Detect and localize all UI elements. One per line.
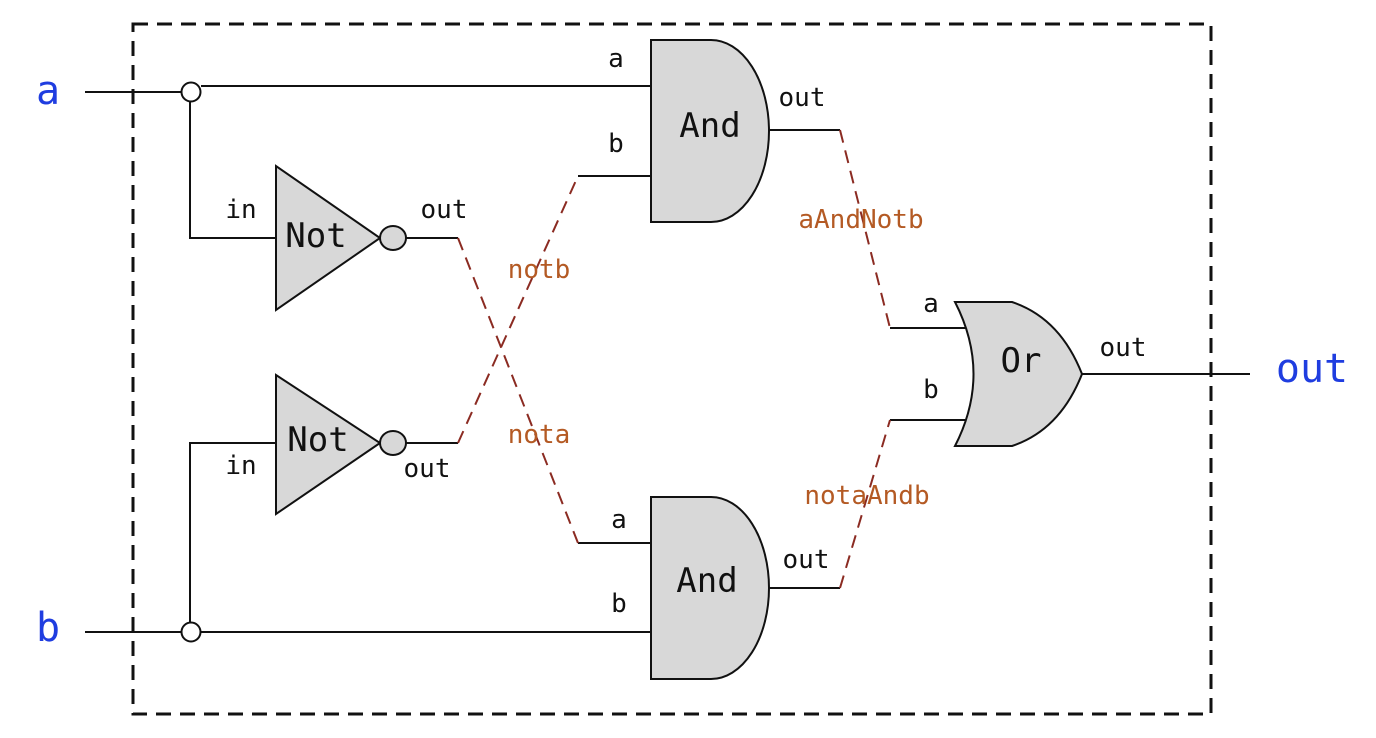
wire-notb-dashed (457, 175, 579, 444)
and-gate-top (650, 39, 770, 223)
wire-nota-dashed (457, 237, 579, 544)
not-gate-top-label: Not (285, 216, 346, 256)
and-bottom-a-label: a (611, 505, 627, 535)
and-top-out-label: out (779, 83, 826, 113)
wire-aAndNotb-label: aAndNotb (798, 205, 923, 235)
not-top-in-label: in (225, 195, 256, 225)
chip-boundary (131, 22, 1213, 716)
not-gate-bottom (275, 373, 382, 516)
not-gate-top (275, 164, 382, 312)
wire-b-to-not-bottom (189, 442, 280, 623)
and-gate-bottom-label: And (676, 561, 737, 601)
not-top-out-label: out (421, 195, 468, 225)
and-bottom-b-label: b (611, 589, 627, 619)
input-a-label: a (36, 68, 60, 114)
output-out-label: out (1276, 346, 1348, 392)
or-b-label: b (923, 375, 939, 405)
not-bottom-in-label: in (225, 451, 256, 481)
wire-notb-label: notb (508, 255, 571, 285)
or-out-label: out (1100, 333, 1147, 363)
not-gate-bottom-label: Not (287, 420, 348, 460)
junction-b (180, 621, 202, 643)
or-gate (953, 301, 1084, 447)
and-gate-bottom (650, 496, 770, 680)
and-top-b-label: b (608, 129, 624, 159)
wire-notaAndb-label: notaAndb (804, 481, 929, 511)
not-gate-bottom-bubble (379, 430, 407, 456)
and-top-a-label: a (608, 44, 624, 74)
or-a-label: a (923, 289, 939, 319)
not-bottom-out-label: out (404, 454, 451, 484)
not-gate-top-bubble (379, 225, 407, 251)
and-bottom-out-label: out (783, 545, 830, 575)
wire-aAndNotb-dashed (839, 129, 891, 329)
junction-a (180, 81, 202, 103)
and-gate-top-label: And (679, 106, 740, 146)
input-b-label: b (36, 605, 60, 651)
or-gate-label: Or (1001, 341, 1042, 381)
wire-nota-label: nota (508, 420, 571, 450)
wire-a-to-not-top (189, 101, 280, 239)
wire-notaAndb-dashed (839, 419, 891, 589)
